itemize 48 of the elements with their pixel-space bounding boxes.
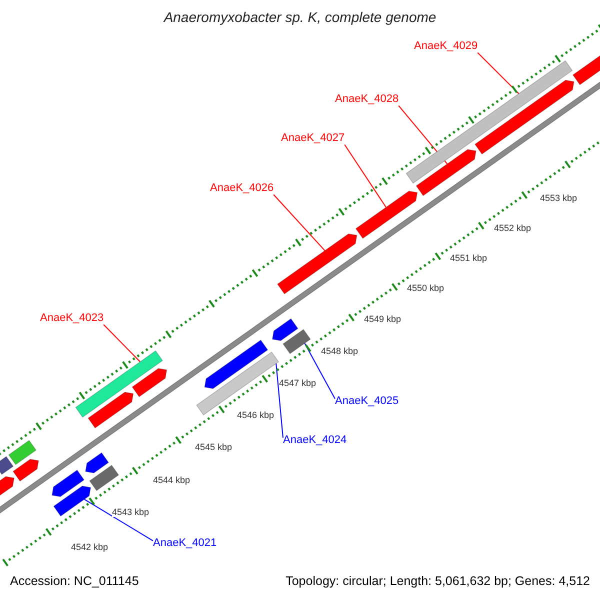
gene-block bbox=[416, 149, 476, 196]
leader-line bbox=[273, 194, 326, 252]
gene-block bbox=[8, 440, 36, 466]
gene-block bbox=[406, 60, 573, 184]
gene-block bbox=[277, 234, 358, 294]
scale-label: 4552 kbp bbox=[494, 223, 532, 234]
scale-label: 4542 kbp bbox=[71, 542, 108, 552]
gene-label: AnaeK_4027 bbox=[281, 132, 345, 145]
scale-label: 4553 kbp bbox=[540, 193, 578, 204]
leader-line bbox=[276, 363, 284, 438]
scale-label: 4548 kbp bbox=[321, 346, 358, 356]
gene-label: AnaeK_4028 bbox=[335, 93, 399, 106]
leader-line bbox=[84, 498, 154, 542]
gene-label: AnaeK_4025 bbox=[335, 395, 399, 408]
gene-block bbox=[75, 350, 163, 418]
title: Anaeromyxobacter sp. K, complete genome bbox=[162, 9, 438, 26]
gene-block bbox=[474, 80, 574, 154]
leader-line bbox=[477, 52, 520, 94]
scale-label: 4550 kbp bbox=[407, 283, 444, 294]
genome-info-text: Topology: circular; Length: 5,061,632 bp; Genes: 4,512 bbox=[286, 574, 590, 588]
gene-label: AnaeK_4021 bbox=[153, 537, 217, 550]
scale-label: 4546 kbp bbox=[237, 410, 274, 420]
gene-block bbox=[355, 190, 418, 239]
gene-block bbox=[272, 318, 298, 341]
leader-line bbox=[344, 144, 387, 208]
gene-block bbox=[282, 329, 311, 354]
scale-label: 4549 kbp bbox=[364, 314, 402, 324]
leader-line bbox=[304, 342, 336, 400]
scale-label: 4547 kbp bbox=[279, 378, 316, 388]
gene-block bbox=[88, 392, 134, 428]
gene-block bbox=[52, 470, 84, 497]
gene-block bbox=[89, 464, 120, 492]
scale-label: 4543 kbp bbox=[112, 507, 150, 518]
gene-label: AnaeK_4024 bbox=[283, 434, 347, 447]
gene-block bbox=[204, 340, 268, 389]
scale-label: 4551 kbp bbox=[450, 253, 488, 264]
gene-block bbox=[53, 486, 91, 516]
gene-block bbox=[132, 368, 168, 398]
gene-block bbox=[0, 476, 14, 498]
gene-block bbox=[12, 458, 39, 482]
gene-label: AnaeK_4023 bbox=[40, 312, 104, 325]
gene-label: AnaeK_4026 bbox=[210, 182, 274, 195]
scale-label: 4544 kbp bbox=[153, 475, 190, 486]
leader-line bbox=[103, 324, 141, 362]
accession-text: Accession: NC_011145 bbox=[10, 574, 139, 588]
gene-block bbox=[85, 452, 109, 474]
gene-label: AnaeK_4029 bbox=[414, 40, 478, 53]
scale-label: 4545 kbp bbox=[195, 442, 232, 452]
